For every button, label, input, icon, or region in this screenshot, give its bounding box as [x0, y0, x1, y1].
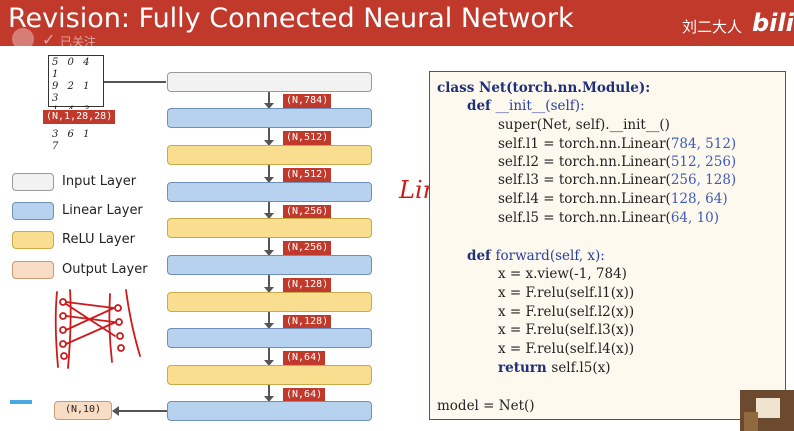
output-layer-block: (N,10) [54, 401, 112, 420]
code-line: def forward(self, x): [467, 247, 605, 265]
code-text: self.l4 = torch.nn.Linear( [498, 191, 671, 207]
code-line: self.l2 = torch.nn.Linear(512, 256) [498, 153, 736, 171]
legend-label: ReLU Layer [62, 232, 135, 247]
handwritten-network-sketch [54, 289, 141, 369]
code-number: 784, 512) [670, 136, 737, 152]
shape-tag: (N,512) [282, 130, 333, 146]
code-number: 512, 256) [670, 154, 737, 170]
code-line: x = F.relu(self.l4(x)) [498, 341, 635, 357]
linear-layer-block [167, 401, 372, 421]
linear-layer-block [167, 182, 372, 202]
code-line: x = F.relu(self.l2(x)) [498, 304, 635, 320]
code-text: __init__(self): [495, 98, 585, 114]
presenter-video-thumbnail [740, 390, 794, 431]
check-icon: ✓ [42, 30, 56, 49]
code-line: self.l5 = torch.nn.Linear(64, 10) [498, 209, 719, 227]
code-line: super(Net, self).__init__() [498, 117, 670, 133]
legend-swatch-input [12, 173, 54, 191]
uploader-name: 刘二大人 [682, 18, 743, 36]
code-text: self.l3 = torch.nn.Linear( [498, 172, 671, 188]
linear-layer-block [167, 328, 372, 348]
code-line: x = x.view(-1, 784) [498, 266, 627, 282]
keyword-return: return [498, 360, 552, 376]
arrow-down [264, 385, 274, 402]
input-layer-block [167, 72, 372, 92]
relu-layer-block [167, 145, 372, 165]
linear-layer-block [167, 108, 372, 128]
code-line: self.l1 = torch.nn.Linear(784, 512) [498, 135, 736, 153]
output-connector [116, 410, 167, 412]
digit-row: 3 6 1 7 [52, 129, 93, 152]
input-shape-tag: (N,1,28,28) [42, 109, 117, 125]
slide-title: Revision: Fully Connected Neural Network [8, 3, 574, 34]
code-line: self.l4 = torch.nn.Linear(128, 64) [498, 190, 728, 208]
input-connector [104, 81, 166, 83]
arrow-down [264, 202, 274, 219]
shape-tag: (N,784) [282, 93, 333, 109]
code-line: self.l3 = torch.nn.Linear(256, 128) [498, 171, 736, 189]
relu-layer-block [167, 218, 372, 238]
linear-layer-block [167, 255, 372, 275]
blue-marker [10, 400, 32, 404]
mnist-digits-image: 5 0 4 1 9 2 1 3 1 4 3 5 3 6 1 7 [48, 55, 104, 152]
avatar [12, 28, 34, 50]
code-text: forward(self, x): [495, 248, 605, 264]
code-line: class Net(torch.nn.Module): [437, 79, 650, 97]
code-number: 256, 128) [670, 172, 737, 188]
shelf-shape [744, 412, 758, 431]
legend-label: Output Layer [62, 262, 148, 277]
code-number: 128, 64) [670, 191, 728, 207]
arrow-down [264, 275, 274, 293]
shape-tag: (N,256) [282, 240, 333, 256]
relu-layer-block [167, 365, 372, 385]
code-line: def __init__(self): [467, 97, 585, 115]
code-line: return self.l5(x) [498, 359, 611, 377]
shape-tag: (N,512) [282, 167, 333, 183]
code-panel: class Net(torch.nn.Module): def __init__… [429, 71, 786, 420]
code-text: self.l2 = torch.nn.Linear( [498, 154, 671, 170]
digit-row: 5 0 4 1 [52, 57, 93, 80]
arrow-down [264, 312, 274, 329]
code-text: self.l5 = torch.nn.Linear( [498, 210, 671, 226]
legend-label: Input Layer [62, 174, 137, 189]
arrow-down [264, 348, 274, 366]
legend-swatch-linear [12, 202, 54, 220]
relu-layer-block [167, 292, 372, 312]
keyword-def: def [467, 98, 496, 114]
code-line: x = F.relu(self.l3(x)) [498, 322, 635, 338]
code-class-line: class Net(torch.nn.Module): [437, 80, 651, 96]
code-line: model = Net() [437, 398, 535, 414]
code-text: self.l1 = torch.nn.Linear( [498, 136, 671, 152]
site-logo: bilib [752, 9, 794, 37]
title-banner [0, 0, 794, 46]
arrow-down [264, 128, 274, 146]
follow-badge[interactable]: ✓ 已关注 [10, 28, 120, 50]
arrow-down [264, 92, 274, 109]
window-shape [756, 398, 780, 418]
legend-label: Linear Layer [62, 203, 143, 218]
legend-swatch-output [12, 261, 54, 279]
keyword-def: def [467, 248, 496, 264]
arrow-left-icon [112, 406, 119, 416]
shape-tag: (N,128) [282, 277, 333, 293]
digit-row: 9 2 1 3 [52, 81, 93, 104]
legend-swatch-relu [12, 231, 54, 249]
arrow-down [264, 238, 274, 256]
code-text: self.l5(x) [551, 360, 611, 376]
arrow-down [264, 165, 274, 183]
follow-label: 已关注 [60, 35, 97, 49]
code-line: x = F.relu(self.l1(x)) [498, 285, 635, 301]
shape-tag: (N,64) [282, 350, 327, 366]
code-number: 64, 10) [670, 210, 720, 226]
